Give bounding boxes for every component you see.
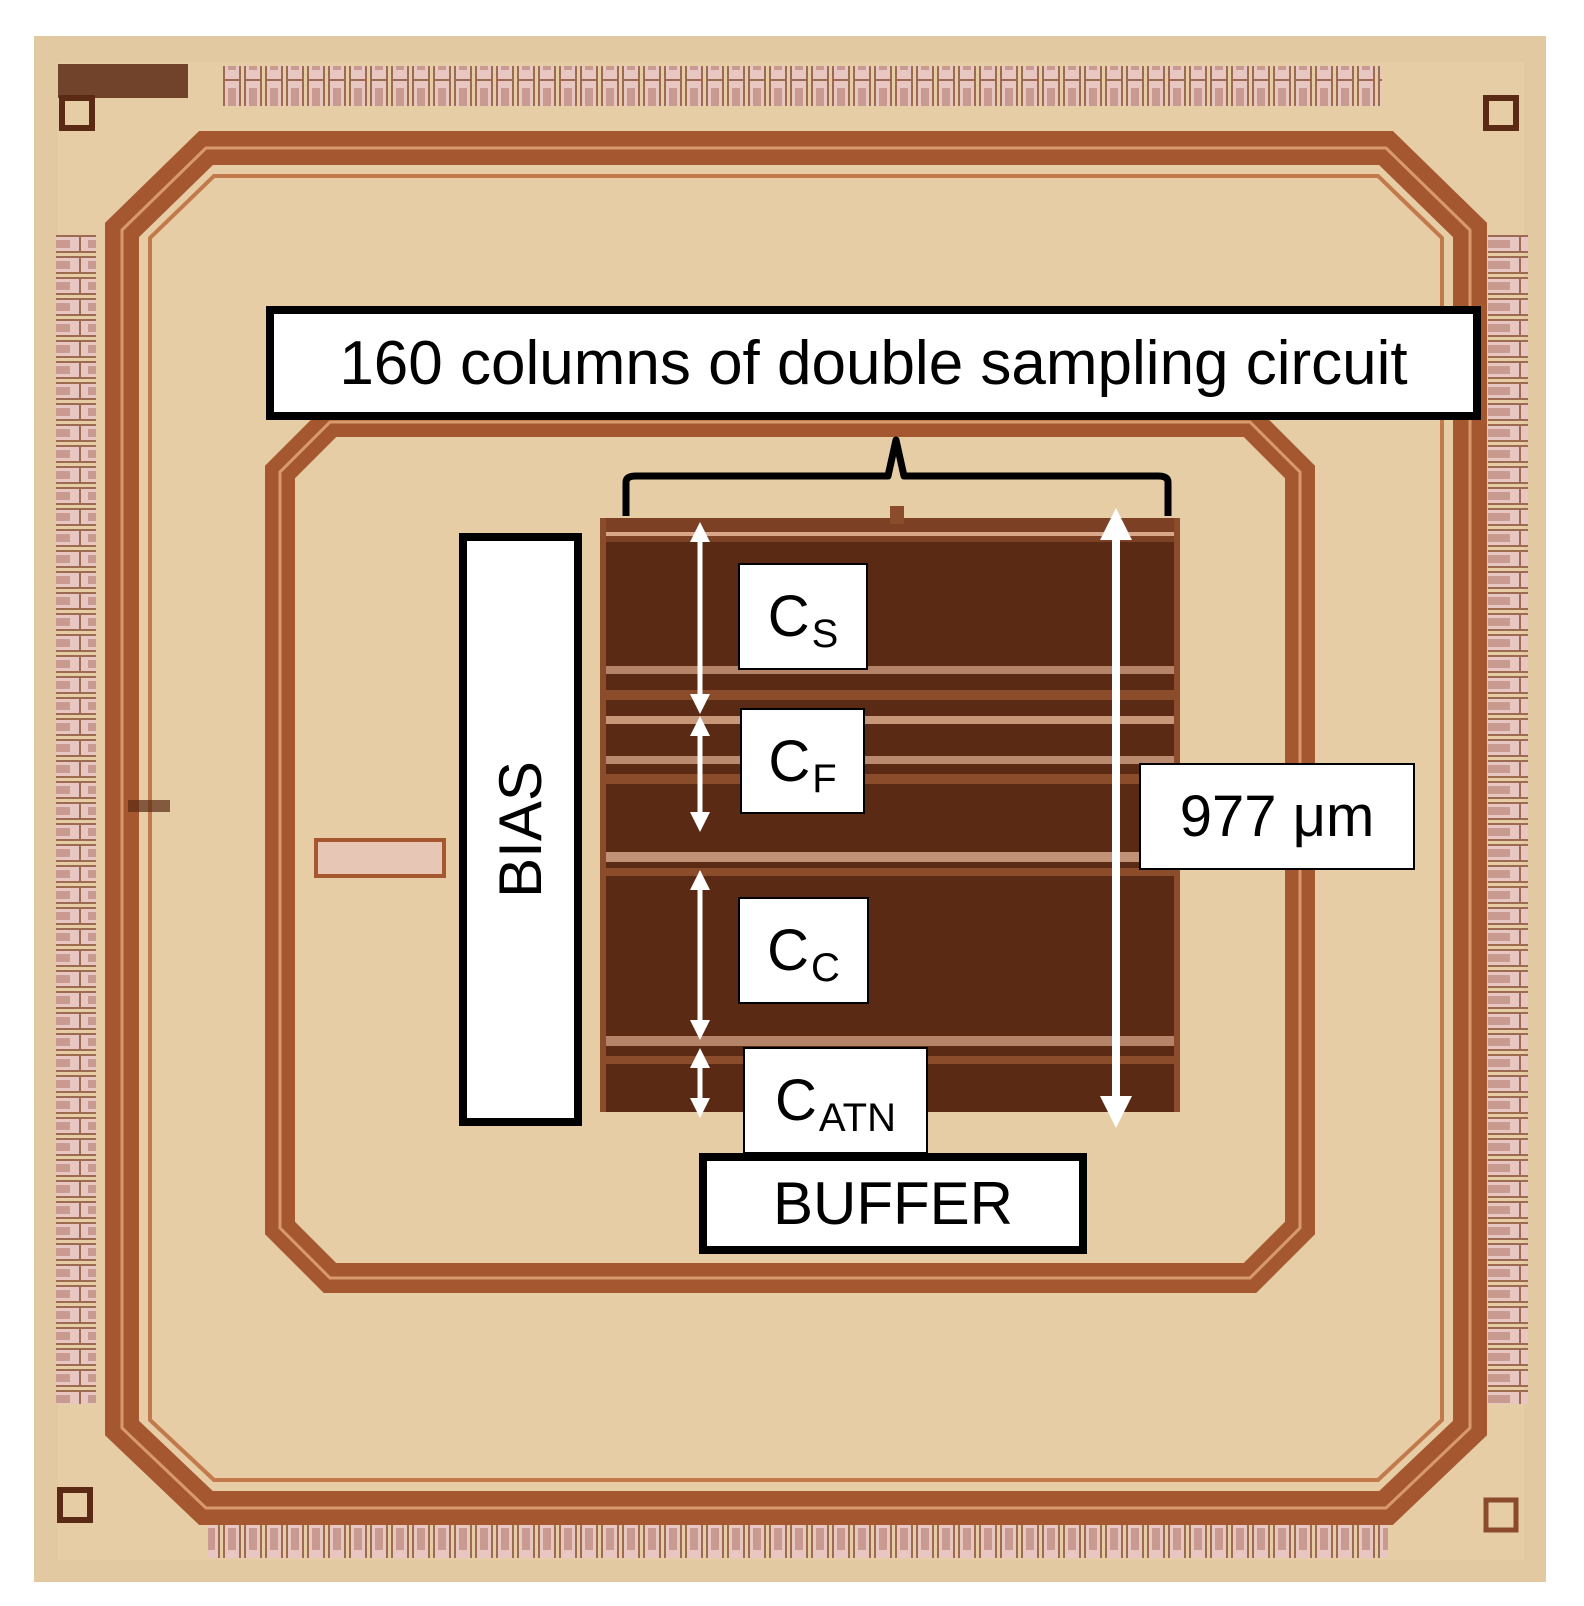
- cf-subscript: F: [812, 756, 837, 801]
- capacitor-array: [603, 518, 1179, 1112]
- cs-subscript: S: [811, 612, 839, 656]
- bond-pads-right: [1488, 234, 1528, 1404]
- bond-pads-left: [56, 234, 96, 1404]
- columns-brace: [622, 436, 1172, 516]
- cf-main-text: C: [768, 728, 811, 794]
- catn-subscript: ATN: [818, 1096, 896, 1140]
- bias-label: BIAS: [487, 761, 555, 898]
- buffer-label: BUFFER: [699, 1153, 1087, 1254]
- probe-structure: [314, 838, 446, 878]
- cc-main-text: C: [767, 918, 809, 983]
- dimension-label: 977 μm: [1139, 763, 1415, 870]
- cs-main-text: C: [767, 584, 810, 649]
- bias-label-box: BIAS: [459, 533, 582, 1126]
- cc-subscript: C: [811, 946, 840, 990]
- catn-main-text: C: [775, 1068, 817, 1133]
- title-label: 160 columns of double sampling circuit: [266, 306, 1481, 420]
- corner-mark: [58, 64, 188, 98]
- bond-pads-top: [222, 66, 1382, 106]
